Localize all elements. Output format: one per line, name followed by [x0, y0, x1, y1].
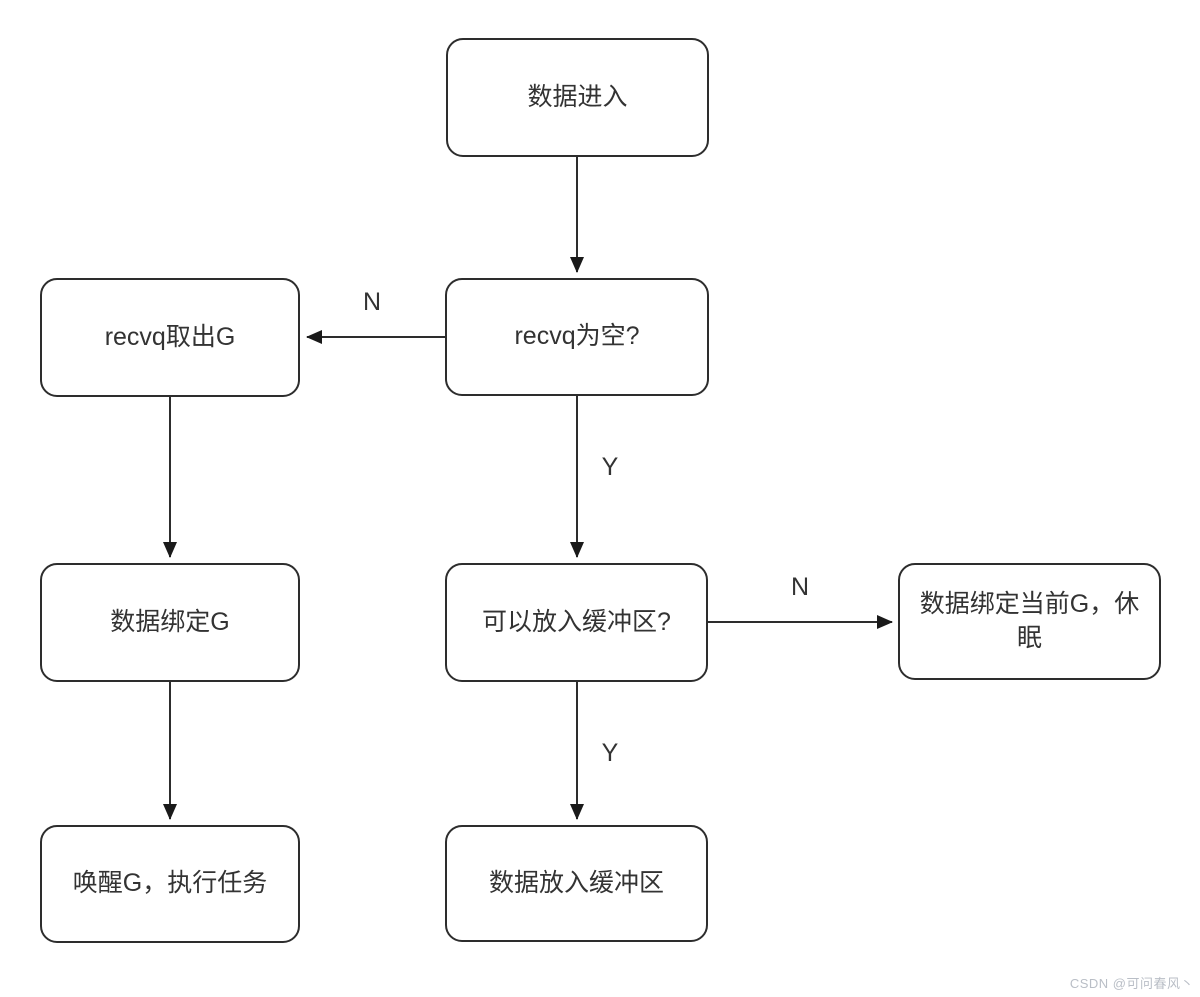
edge-label-n-buffer-full: N	[790, 573, 810, 601]
csdn-watermark: CSDN @可问春风丶	[1069, 976, 1194, 991]
node-data-enter: 数据进入	[446, 38, 709, 157]
node-label: 数据绑定G	[110, 607, 230, 636]
node-label: 唤醒G，执行任务	[72, 869, 268, 898]
node-data-into-buffer: 数据放入缓冲区	[445, 825, 708, 942]
node-can-put-buffer: 可以放入缓冲区?	[445, 563, 708, 682]
node-recvq-take-g: recvq取出G	[40, 278, 300, 397]
node-label: 数据放入缓冲区	[488, 868, 664, 897]
edge-label-y-buffer-ok: Y	[601, 739, 619, 767]
node-wake-g-run-task: 唤醒G，执行任务	[40, 825, 300, 943]
node-label: 可以放入缓冲区?	[482, 607, 671, 636]
node-label: recvq为空?	[514, 322, 640, 351]
node-label: 数据进入	[527, 82, 628, 111]
edge-label-y-recvq-empty: Y	[601, 453, 619, 481]
edge-label-n-recvq-not-empty: N	[362, 288, 382, 316]
node-label: 数据绑定当前G，休眠	[919, 589, 1140, 652]
node-recvq-empty: recvq为空?	[445, 278, 709, 396]
node-label: recvq取出G	[104, 322, 236, 351]
node-bind-current-g-sleep: 数据绑定当前G，休眠	[898, 563, 1161, 680]
node-data-bind-g: 数据绑定G	[40, 563, 300, 682]
